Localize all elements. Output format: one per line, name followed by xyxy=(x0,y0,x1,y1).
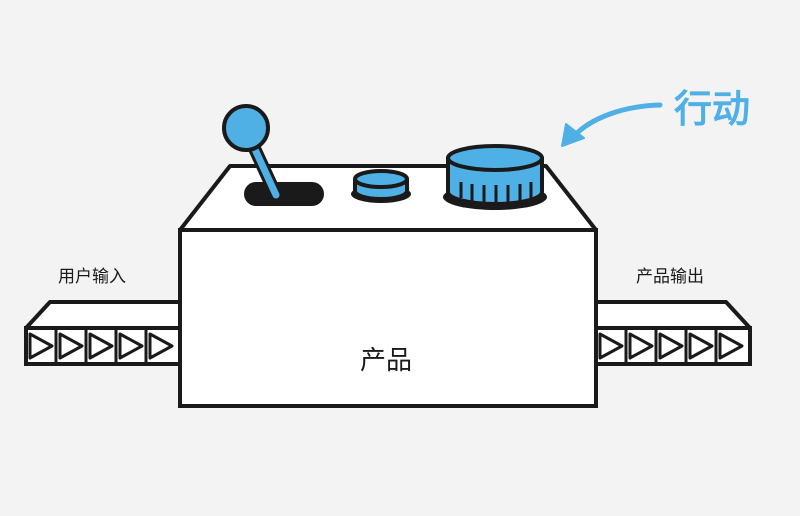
action-label: 行动 xyxy=(674,87,751,131)
curved-arrow-icon xyxy=(561,102,663,147)
output-conveyor xyxy=(594,300,752,366)
lever-slot xyxy=(244,182,324,206)
input-belt-segments xyxy=(28,330,174,362)
dial-top xyxy=(446,144,544,172)
belt-triangle-icon xyxy=(88,332,114,360)
button-top xyxy=(353,169,409,189)
belt-triangle-icon xyxy=(688,332,714,360)
input-conveyor-top xyxy=(24,300,182,330)
belt-triangle-icon xyxy=(148,332,174,360)
belt-triangle-icon xyxy=(658,332,684,360)
round-button-icon xyxy=(351,169,411,203)
lever-knob xyxy=(222,104,270,152)
belt-triangle-icon xyxy=(118,332,144,360)
product-label: 产品 xyxy=(360,346,413,376)
belt-triangle-icon xyxy=(718,332,744,360)
user-input-label: 用户输入 xyxy=(58,267,126,287)
belt-triangle-icon xyxy=(58,332,84,360)
product-output-label: 产品输出 xyxy=(636,267,704,287)
output-belt-segments xyxy=(598,330,744,362)
lever-icon xyxy=(222,104,324,206)
machine-front-face xyxy=(178,228,598,408)
belt-triangle-icon xyxy=(598,332,624,360)
output-conveyor-top xyxy=(594,300,752,330)
dial-ridges xyxy=(459,182,533,204)
belt-triangle-icon xyxy=(28,332,54,360)
input-conveyor xyxy=(24,300,182,366)
rotary-dial-icon xyxy=(443,144,547,210)
belt-triangle-icon xyxy=(628,332,654,360)
